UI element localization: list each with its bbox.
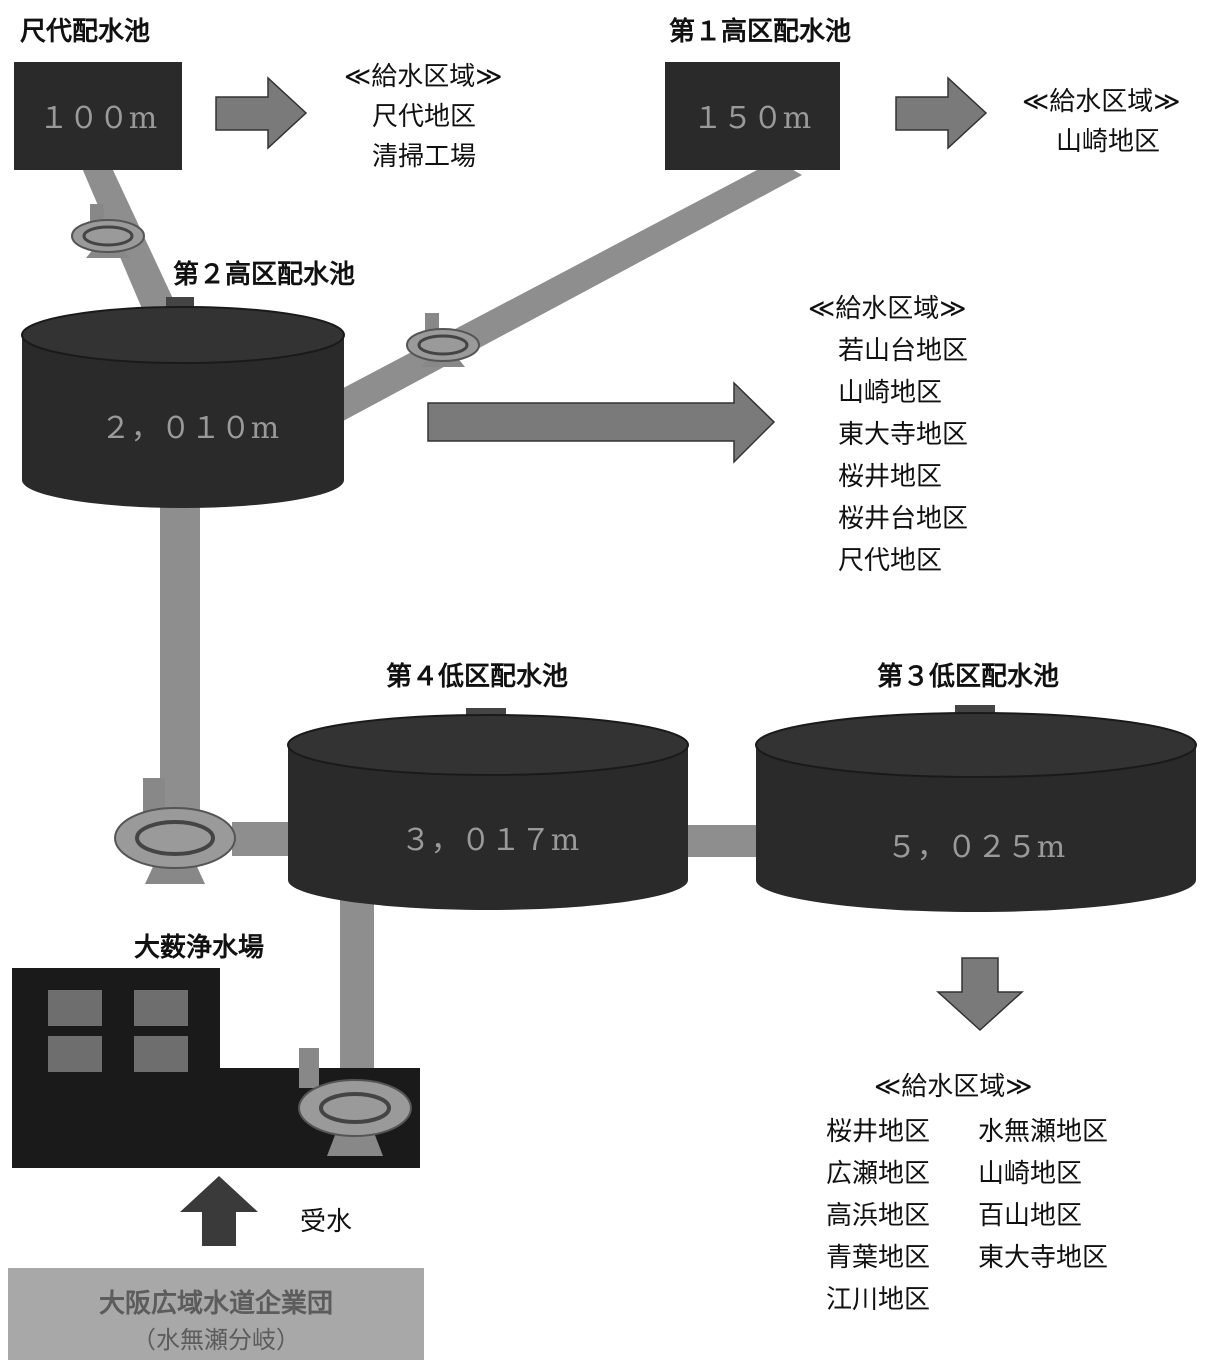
- supply-area-item: 東大寺地区: [978, 1243, 1108, 1273]
- pump-icon: [298, 1048, 412, 1156]
- plant-window: [134, 1036, 188, 1072]
- pipe-high2-to-pump: [160, 478, 200, 828]
- source-branch: （水無瀬分岐）: [132, 1326, 300, 1354]
- supply-area-item: 桜井地区: [826, 1117, 930, 1147]
- arrow-up-icon: [180, 1176, 258, 1246]
- supply-area-item: 江川地区: [826, 1285, 930, 1315]
- supply-area-item: 山崎地区: [978, 1159, 1082, 1189]
- tank-low3: ５，０２５m: [755, 705, 1197, 912]
- supply-area-item: 尺代地区: [372, 102, 476, 132]
- pump-icon: [406, 313, 480, 367]
- tank-shakudai: １００m: [14, 62, 182, 170]
- supply-area-heading: ≪給水区域≫: [1022, 87, 1180, 117]
- plant-window: [134, 990, 188, 1026]
- pump-icon: [114, 778, 236, 884]
- arrow-right-icon: [895, 76, 988, 150]
- supply-area-item: 東大寺地区: [838, 420, 968, 450]
- source-name: 大阪広域水道企業団: [99, 1288, 333, 1319]
- supply-area-item: 尺代地区: [838, 546, 942, 576]
- supply-area-heading: ≪給水区域≫: [344, 62, 502, 92]
- tank-high1: １５０m: [665, 62, 840, 170]
- pump-icon: [71, 204, 145, 258]
- tank-low4: ３，０１７m: [287, 708, 689, 910]
- supply-area-item: 百山地区: [978, 1201, 1082, 1231]
- source-box: [8, 1268, 424, 1360]
- tank-capacity-label: ５，０２５m: [887, 830, 1065, 865]
- tank-title: 第４低区配水池: [386, 661, 568, 692]
- tank-title: 第１高区配水池: [669, 16, 851, 47]
- supply-area-item: 若山台地区: [838, 336, 968, 366]
- arrow-down-icon: [936, 957, 1024, 1032]
- supply-area-heading: ≪給水区域≫: [874, 1072, 1032, 1102]
- tank-title: 第３低区配水池: [877, 661, 1059, 692]
- plant-window: [48, 1036, 102, 1072]
- tank-capacity-label: １００m: [39, 101, 157, 136]
- tank-high2: ２，０１０m: [21, 297, 345, 508]
- plant-window: [48, 990, 102, 1026]
- pipe-high2-to-high1: [330, 160, 802, 428]
- pipe-low4-to-low3: [688, 825, 758, 857]
- intake-label: 受水: [300, 1207, 352, 1237]
- supply-area-item: 桜井地区: [838, 462, 942, 492]
- tank-capacity-label: ２，０１０m: [101, 411, 279, 446]
- supply-area-item: 青葉地区: [826, 1243, 930, 1273]
- supply-area-heading: ≪給水区域≫: [808, 294, 966, 324]
- supply-area-item: 山崎地区: [838, 378, 942, 408]
- tank-capacity-label: ３，０１７m: [401, 823, 579, 858]
- tank-capacity-label: １５０m: [693, 101, 811, 136]
- supply-area-item: 山崎地区: [1056, 127, 1160, 157]
- pipe-plant-to-low4: [340, 900, 374, 1070]
- tank-title: 第２高区配水池: [173, 259, 355, 290]
- arrow-right-icon: [427, 381, 776, 464]
- supply-area-item: 桜井台地区: [838, 504, 968, 534]
- supply-area-item: 清掃工場: [372, 142, 476, 172]
- supply-area-item: 水無瀬地区: [978, 1117, 1108, 1147]
- supply-area-item: 高浜地区: [826, 1201, 930, 1231]
- tank-title: 尺代配水池: [20, 17, 150, 47]
- plant-title: 大薮浄水場: [134, 933, 264, 963]
- supply-area-item: 広瀬地区: [826, 1159, 930, 1189]
- pipe-pump-to-low4: [232, 822, 292, 856]
- arrow-right-icon: [215, 76, 308, 150]
